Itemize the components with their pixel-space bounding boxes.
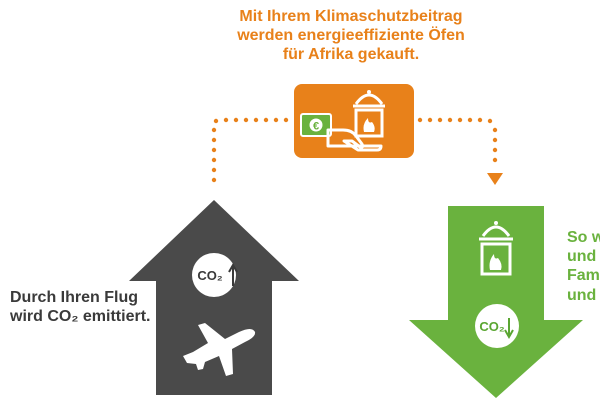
caption-line: Durch Ihren Flug — [10, 289, 138, 306]
caption-line: So w — [567, 229, 600, 246]
euro-symbol: € — [313, 121, 319, 133]
co2-badge-right: CO₂ — [479, 319, 505, 334]
compensation-caption: So w und Fami und r — [567, 228, 600, 305]
purchase-box: € — [294, 84, 414, 158]
arrow-up-icon — [228, 262, 238, 286]
dotted-connector-right — [417, 117, 503, 185]
euro-note-icon: € — [300, 113, 332, 137]
emission-caption: Durch Ihren Flug wird CO₂ emittiert. — [10, 288, 150, 326]
airplane-icon — [183, 323, 256, 376]
arrowhead-down — [487, 173, 503, 185]
co2-badge-left: CO₂ — [197, 268, 223, 283]
caption-line: wird CO₂ emittiert. — [10, 308, 151, 326]
dotted-connector-left — [211, 117, 289, 183]
hand-icon — [326, 128, 383, 152]
stove-icon-green — [479, 221, 513, 276]
caption-line: und r — [567, 286, 600, 304]
caption-line: für Afrika gekauft. — [282, 46, 420, 64]
caption-line: werden energieeffiziente Öfen — [237, 27, 465, 45]
caption-line: und — [567, 248, 597, 266]
compensation-arrow-down: CO₂ — [409, 206, 583, 398]
emission-arrow-up: CO₂ — [129, 200, 299, 395]
caption-line: Fami — [567, 267, 600, 285]
stove-icon — [353, 90, 385, 138]
caption-line: Mit Ihrem Klimaschutzbeitrag — [239, 8, 463, 25]
arrow-down-icon — [504, 318, 514, 340]
purchase-caption: Mit Ihrem Klimaschutzbeitrag werden ener… — [200, 7, 502, 65]
